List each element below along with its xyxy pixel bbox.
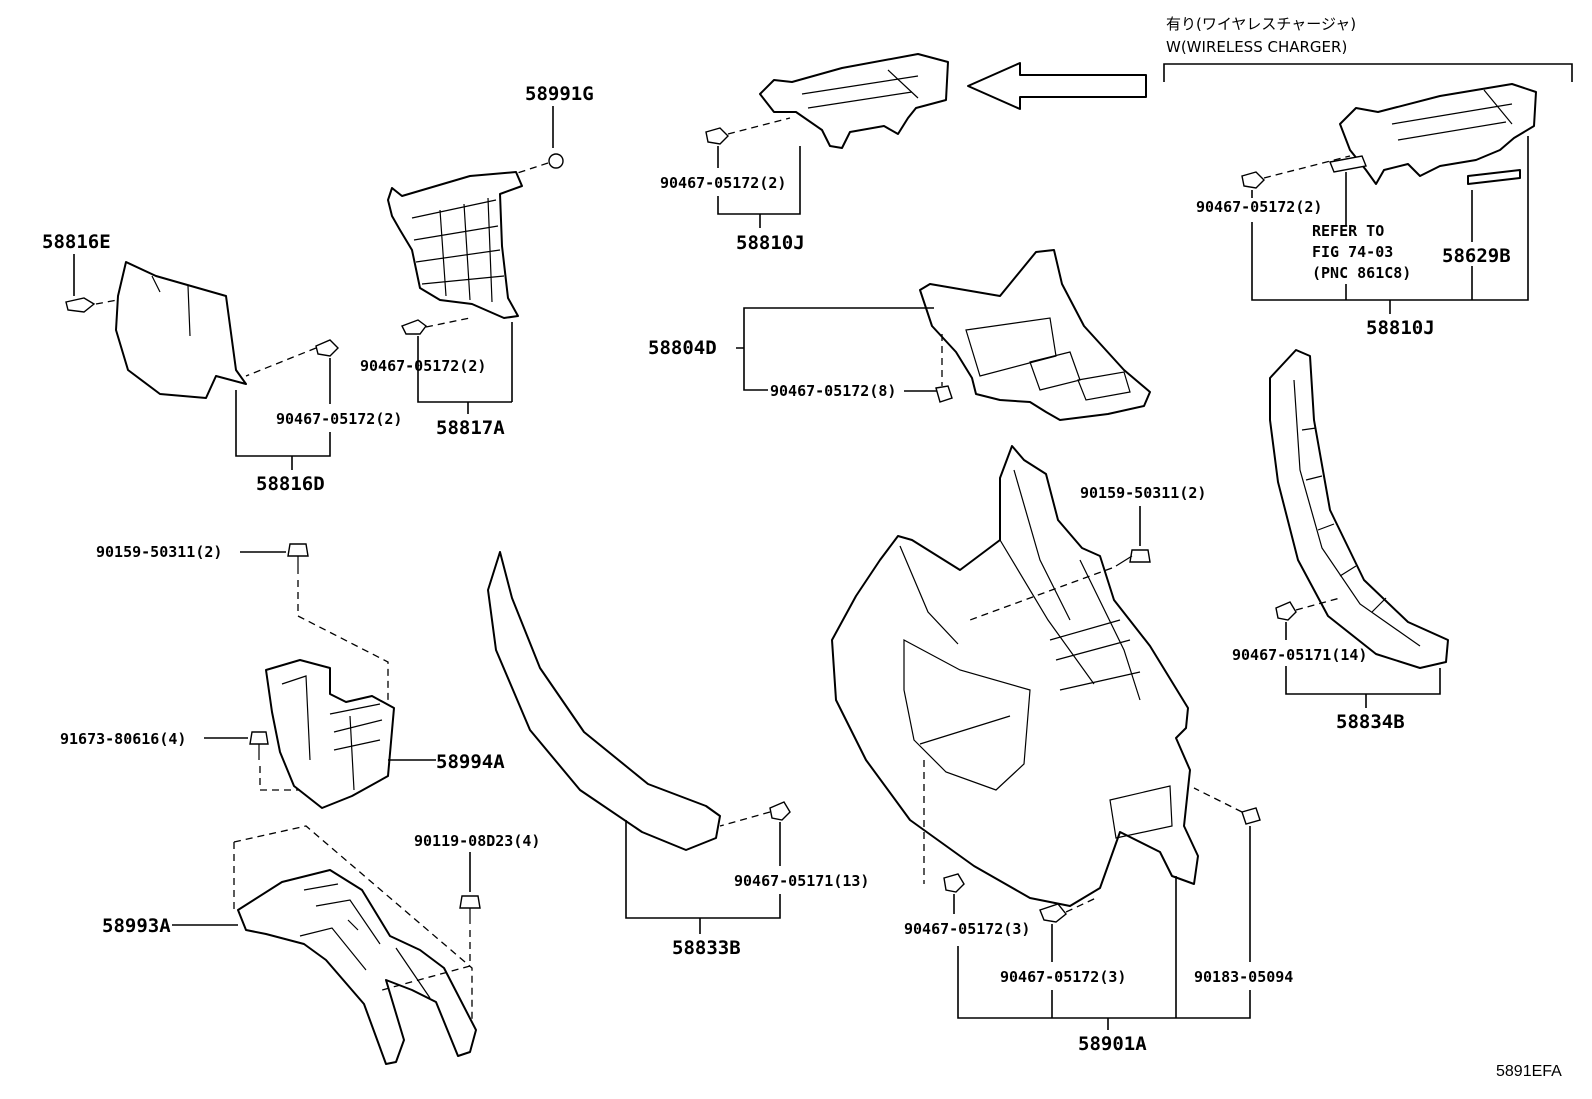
dash-58833B: [719, 811, 771, 827]
bracket-58834B: [1285, 666, 1441, 695]
label-90183-05094: 90183-05094: [1194, 968, 1293, 986]
label-58816D: 58816D: [256, 473, 325, 495]
direction-arrow: [967, 62, 1147, 110]
dash-58994A-bottom: [259, 766, 300, 791]
cover-58816D: [115, 261, 247, 399]
label-58901A: 58901A: [1078, 1033, 1147, 1055]
clip-icon-58901A-c: [1241, 807, 1261, 825]
clip-icon-58810J-top: [705, 127, 729, 145]
clip-icon-58834B: [1275, 601, 1297, 621]
label-90467-05172-58804D: 90467-05172(8): [770, 382, 896, 400]
clip-icon-58901A-b: [1039, 903, 1067, 923]
dash-58816D: [245, 347, 317, 377]
clip-icon-58817A: [401, 319, 427, 335]
panel-58804D: [919, 249, 1151, 421]
bracket-58901A: [957, 876, 1251, 1019]
bolt-icon-90159-right: [1115, 549, 1151, 567]
dash-90119: [381, 930, 471, 991]
label-90467-05171-58833B: 90467-05171(13): [734, 872, 869, 890]
label-91673-80616: 91673-80616(4): [60, 730, 186, 748]
clip-icon-58810J-right: [1241, 171, 1265, 189]
trim-58834B: [1269, 349, 1449, 669]
bracket-58816D: [235, 390, 331, 457]
dash-58834B: [1295, 597, 1341, 611]
bolt-icon-90119: [459, 895, 481, 924]
label-58991G: 58991G: [525, 83, 594, 105]
label-58810J-right: 58810J: [1366, 317, 1435, 339]
bracket-58994A: [265, 659, 395, 809]
label-90467-05172-58810J-top: 90467-05172(2): [660, 174, 786, 192]
clip-icon-58804D: [935, 385, 953, 403]
tray-58810J-right: [1339, 83, 1537, 185]
console-box-58901A: [831, 445, 1199, 907]
label-58816E: 58816E: [42, 231, 111, 253]
label-58817A: 58817A: [436, 417, 505, 439]
dash-58901A-c: [1193, 787, 1243, 813]
bracket-58804D: [736, 307, 934, 391]
clip-icon-58833B: [769, 801, 791, 821]
label-90467-05172-58810J-right: 90467-05172(2): [1196, 198, 1322, 216]
dash-58901A-b: [1065, 897, 1097, 913]
label-90159-50311-right: 90159-50311(2): [1080, 484, 1206, 502]
bracket-58833B: [625, 820, 781, 919]
panel-58817A: [387, 171, 523, 319]
dash-58994A-top: [297, 580, 389, 720]
clip-icon-58901A-a: [943, 873, 965, 893]
label-90467-05172-58817A: 90467-05172(2): [360, 357, 486, 375]
dash-bolt-right: [969, 567, 1113, 621]
bracket-58993A: [237, 869, 477, 1065]
refer-line-2: FIG 74-03: [1312, 243, 1393, 261]
label-58994A: 58994A: [436, 751, 505, 773]
label-90467-05172-58816D: 90467-05172(2): [276, 410, 402, 428]
label-58833B: 58833B: [672, 937, 741, 959]
dash-58817A: [425, 317, 471, 328]
label-58629B: 58629B: [1442, 245, 1511, 267]
refer-line-1: REFER TO: [1312, 222, 1384, 240]
label-90467-05171-58834B: 90467-05171(14): [1232, 646, 1367, 664]
bolt-icon-91673: [249, 731, 269, 760]
wireless-charger-module-icon: [1329, 155, 1367, 173]
refer-line-3: (PNC 861C8): [1312, 264, 1411, 282]
bolt-icon-90159-left: [287, 543, 309, 574]
option-label-jp: 有り(ワイヤレスチャージャ): [1166, 15, 1356, 33]
label-90119-08D23: 90119-08D23(4): [414, 832, 540, 850]
dash-58993A-box: [233, 825, 473, 1032]
clip-icon-58816D: [315, 339, 339, 357]
bracket-58810J-top: [717, 146, 801, 215]
trim-58833B: [487, 551, 721, 851]
clip-icon-58991G: [548, 153, 564, 169]
dash-58810J-right: [1263, 155, 1351, 179]
option-label-en: W(WIRELESS CHARGER): [1166, 38, 1347, 56]
dash-58810J-top: [727, 117, 791, 135]
label-90467-05172-58901A-a: 90467-05172(3): [904, 920, 1030, 938]
bracket-58817A: [417, 396, 512, 403]
tray-58810J-top: [759, 53, 949, 149]
diagram-code: 5891EFA: [1496, 1063, 1562, 1080]
label-58834B: 58834B: [1336, 711, 1405, 733]
option-bracket: [1163, 63, 1573, 82]
label-90159-50311-left: 90159-50311(2): [96, 543, 222, 561]
label-58804D: 58804D: [648, 337, 717, 359]
label-90467-05172-58901A-b: 90467-05172(3): [1000, 968, 1126, 986]
label-58993A: 58993A: [102, 915, 171, 937]
clip-icon-58816E: [65, 297, 96, 313]
label-58810J-top: 58810J: [736, 232, 805, 254]
